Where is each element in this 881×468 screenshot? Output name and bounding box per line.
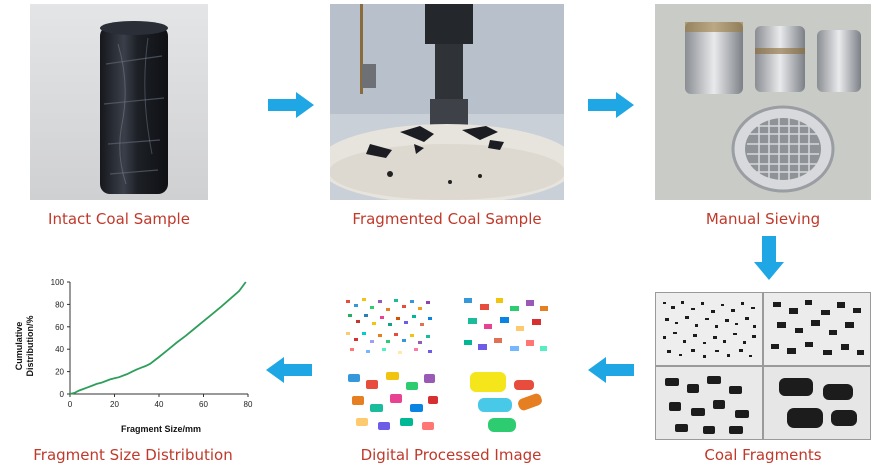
y-tick-label: 40 — [55, 345, 64, 354]
coal-fragments-photo-grid — [655, 292, 871, 440]
manual-sieving-photo — [655, 4, 871, 200]
x-axis-label: Fragment Size/mm — [121, 424, 201, 434]
intact-coal-sample-caption: Intact Coal Sample — [48, 210, 190, 228]
chart-axes — [69, 282, 248, 395]
x-tick-label: 60 — [199, 400, 208, 409]
y-tick-label: 60 — [55, 323, 64, 332]
y-tick-label: 80 — [55, 300, 64, 309]
cumulative-distribution-line — [69, 281, 247, 395]
intact-coal-sample-photo — [30, 4, 208, 200]
y-tick-label: 0 — [60, 390, 65, 399]
x-tick-label: 80 — [244, 400, 253, 409]
y-axis-label-line-2: Distribution/% — [25, 316, 35, 377]
y-tick-labels: 0 20 40 60 80 100 — [51, 278, 70, 399]
x-tick-labels: 0 20 40 60 80 — [68, 394, 253, 409]
x-tick-label: 40 — [155, 400, 164, 409]
down-arrow-icon — [754, 236, 784, 280]
y-axis-label-line-1: Cumulative — [14, 322, 24, 371]
left-arrow-icon — [588, 357, 634, 383]
digital-processed-image-caption: Digital Processed Image — [360, 446, 542, 464]
fragmented-coal-sample-caption: Fragmented Coal Sample — [352, 210, 542, 228]
coal-fragments-caption: Coal Fragments — [704, 446, 822, 464]
manual-sieving-caption: Manual Sieving — [705, 210, 821, 228]
y-tick-label: 100 — [51, 278, 65, 287]
right-arrow-icon — [268, 92, 314, 118]
digital-processed-image-grid — [338, 290, 564, 438]
fragmented-coal-sample-photo — [330, 4, 564, 200]
x-tick-label: 20 — [110, 400, 119, 409]
fragment-size-distribution-caption: Fragment Size Distribution — [33, 446, 233, 464]
left-arrow-icon — [266, 357, 312, 383]
y-tick-label: 20 — [55, 368, 64, 377]
right-arrow-icon — [588, 92, 634, 118]
x-tick-label: 0 — [68, 400, 73, 409]
